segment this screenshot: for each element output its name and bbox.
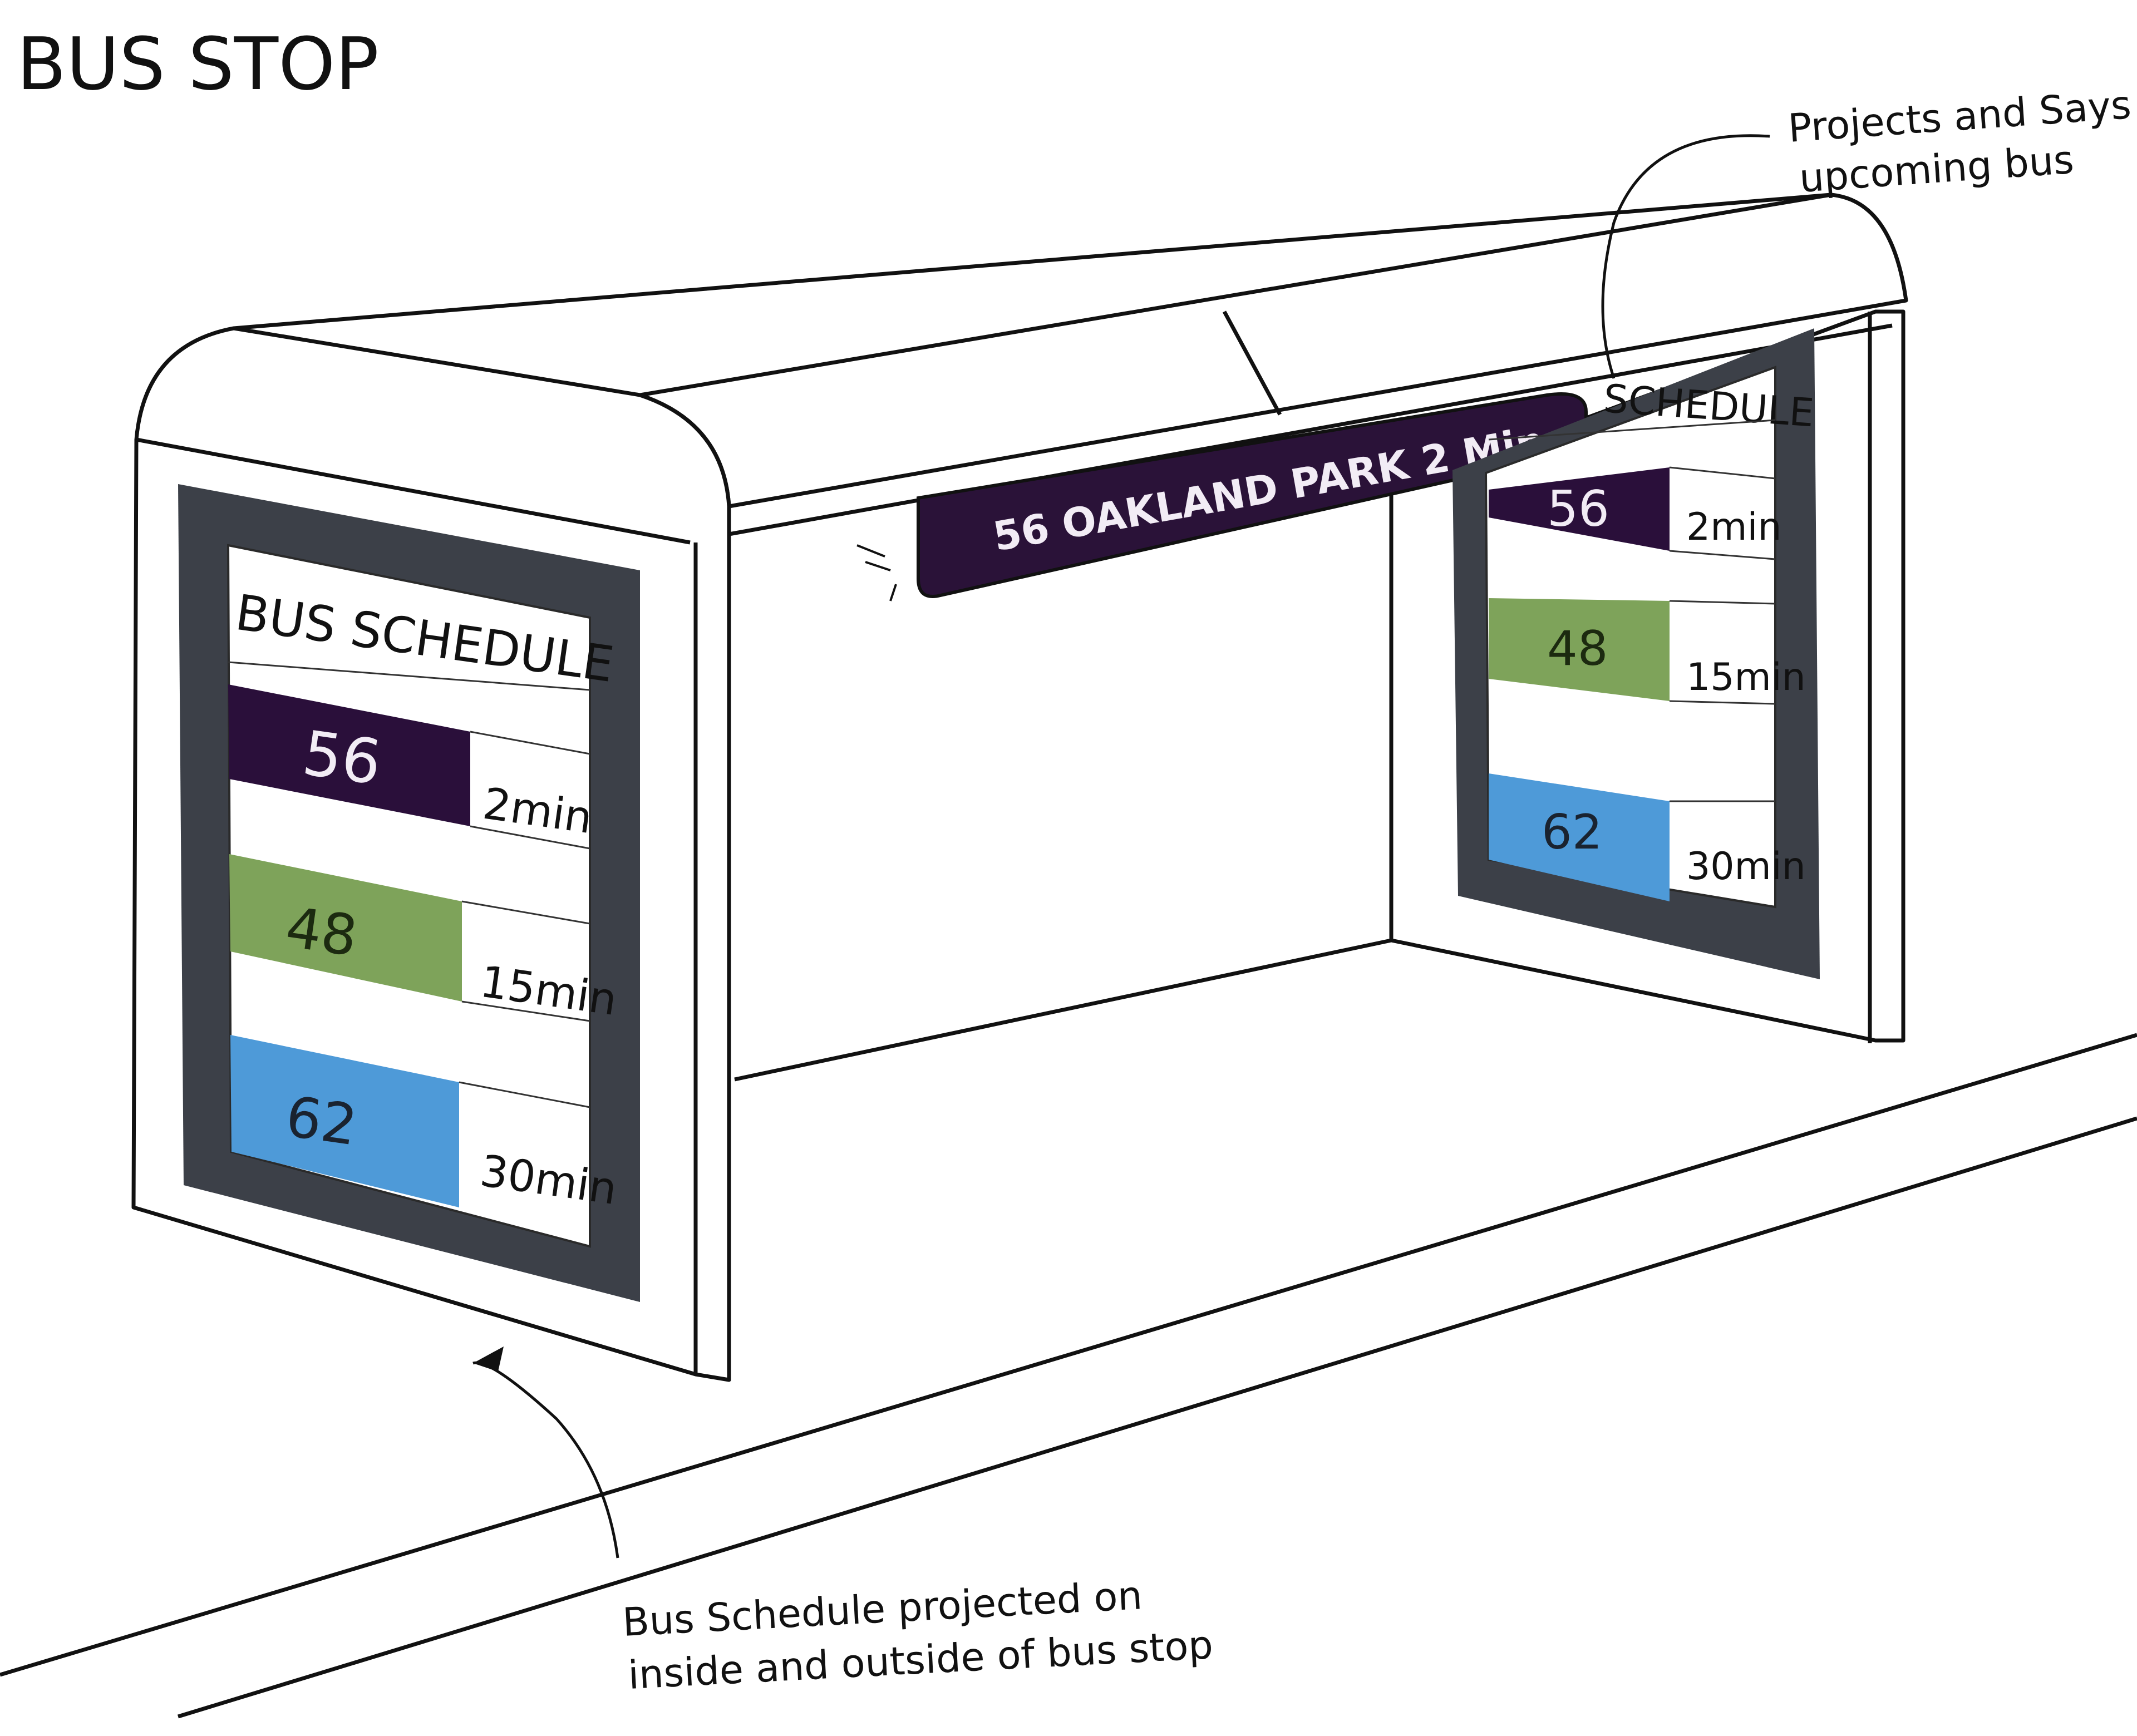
right-row-56-route: 56 [1547, 480, 1609, 537]
route-62-bar [230, 1035, 459, 1207]
left-row-56-route: 56 [298, 717, 385, 798]
right-row-48-route: 48 [1547, 621, 1608, 677]
street-curb [0, 1033, 2137, 1719]
page-title: BUS STOP [17, 22, 379, 106]
left-row-48-route: 48 [282, 895, 361, 969]
right-route-56-bar [1489, 467, 1670, 551]
annotation-top-line1: Projects and Says [1786, 82, 2133, 151]
right-row-62-route: 62 [1542, 805, 1602, 860]
right-row-56-time: 2min [1686, 505, 1782, 549]
left-schedule-panel: BUS SCHEDULE 56 2min 48 15min 62 30min [178, 484, 640, 1302]
annotation-projected: Bus Schedule projected on inside and out… [472, 1347, 1214, 1698]
route-48-bar [229, 854, 462, 1002]
right-route-48-bar [1489, 598, 1670, 701]
left-row-62-route: 62 [282, 1084, 361, 1158]
right-row-62-time: 30min [1686, 845, 1806, 889]
right-route-62-bar [1489, 773, 1670, 901]
route-56-bar [228, 684, 470, 826]
right-row-48-time: 15min [1686, 655, 1806, 699]
arrow-head-icon [473, 1347, 504, 1372]
right-schedule-panel: SCHEDULE 56 2min 48 15min 62 30min [1452, 328, 1820, 979]
